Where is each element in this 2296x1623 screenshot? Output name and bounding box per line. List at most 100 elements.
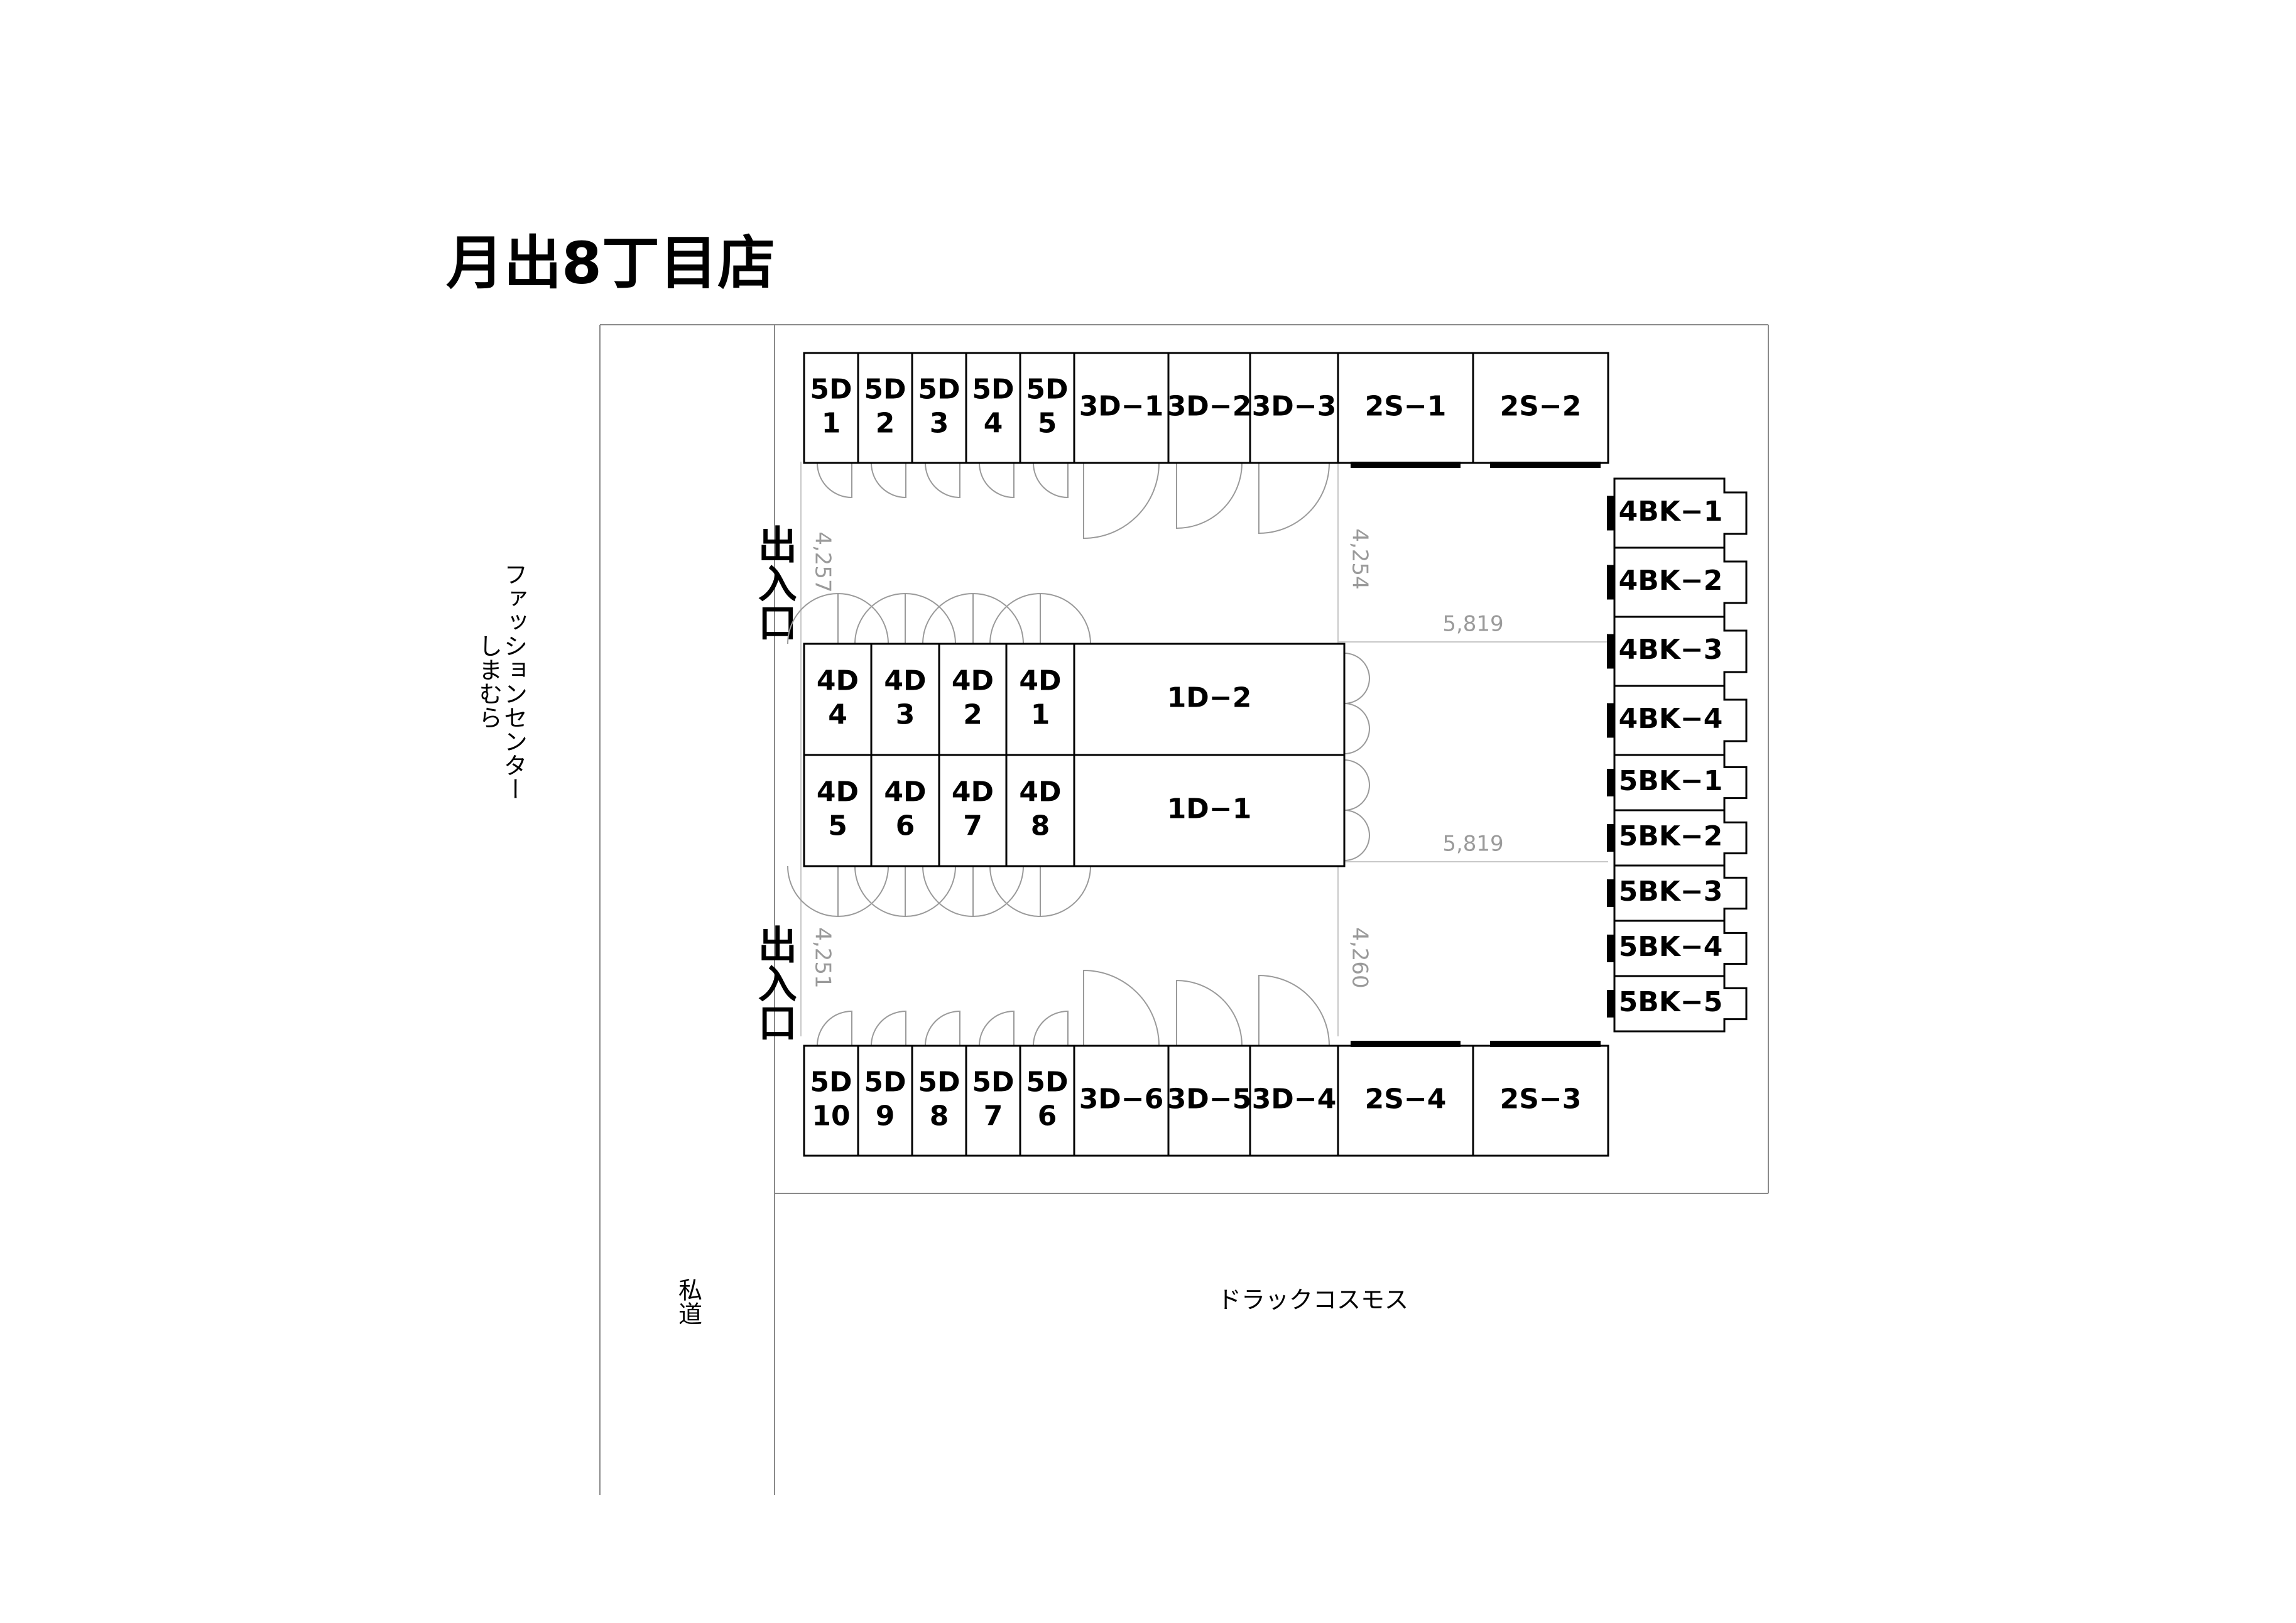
- private-road-label: 私道: [675, 1278, 702, 1325]
- unit-4bk-4: 4BK−4: [1613, 685, 1748, 756]
- unit-box: [1167, 1045, 1251, 1157]
- unit-label-line1: 5D: [918, 374, 960, 406]
- door-swing: [817, 462, 852, 499]
- unit-box: [870, 643, 940, 756]
- door-swing: [1344, 810, 1370, 861]
- unit-label: 5BK−5: [1619, 986, 1723, 1018]
- door-swing: [1258, 462, 1330, 535]
- unit-label-line2: 4: [828, 699, 847, 731]
- unit-label-line1: 5D: [918, 1067, 960, 1099]
- shutter-bar: [1490, 1041, 1601, 1047]
- door-swing: [1344, 703, 1370, 754]
- unit-box: [1337, 1045, 1474, 1157]
- door-swing: [1258, 974, 1330, 1046]
- unit-box: [938, 643, 1008, 756]
- unit-label-line1: 5D: [972, 374, 1014, 406]
- unit-box: [803, 754, 873, 867]
- unit-2s-4: 2S−4: [1337, 1045, 1474, 1157]
- dim-top-mid: 4,254: [1347, 528, 1373, 589]
- unit-5bk-5: 5BK−5: [1613, 975, 1748, 1033]
- unit-label: 3D−6: [1079, 1083, 1164, 1115]
- unit-label: 5BK−1: [1619, 765, 1723, 797]
- door-swing: [1033, 462, 1069, 499]
- door-swing: [922, 866, 974, 918]
- unit-3d-2: 3D−2: [1167, 352, 1252, 464]
- door-swing: [1033, 1010, 1069, 1046]
- unit-label-line1: 4D: [1019, 776, 1061, 808]
- unit-label: 1D−1: [1167, 793, 1252, 825]
- unit-4d-5: 4D5: [803, 754, 873, 867]
- shutter-bar: [1351, 1041, 1461, 1047]
- unit-2s-3: 2S−3: [1472, 1045, 1609, 1157]
- shutter-bar: [1607, 565, 1614, 600]
- unit-label-line2: 7: [984, 1100, 1003, 1132]
- unit-5bk-2: 5BK−2: [1613, 809, 1748, 867]
- dim-upper-width: 5,819: [1442, 612, 1503, 637]
- unit-4bk-3: 4BK−3: [1613, 616, 1748, 687]
- unit-label-line1: 4D: [1019, 665, 1061, 697]
- unit-label: 5BK−3: [1619, 876, 1723, 908]
- door-swing: [925, 1010, 960, 1046]
- unit-label-line1: 4D: [952, 776, 994, 808]
- unit-box: [1019, 352, 1075, 464]
- unit-4d-6: 4D6: [870, 754, 940, 867]
- dim-lower-width: 5,819: [1442, 832, 1503, 857]
- unit-label: 3D−2: [1167, 391, 1252, 423]
- unit-3d-4: 3D−4: [1249, 1045, 1339, 1157]
- dim-bottom-left: 4,251: [810, 927, 835, 988]
- unit-box: [1073, 643, 1346, 756]
- door-swing: [989, 592, 1041, 644]
- door-swing: [1344, 653, 1370, 704]
- entrance-lower: 出入口: [751, 925, 797, 1041]
- unit-5d-8: 5D8: [911, 1045, 967, 1157]
- unit-label: 3D−4: [1252, 1083, 1337, 1115]
- shutter-bar: [1607, 634, 1614, 669]
- door-swing: [1040, 866, 1091, 918]
- unit-4d-2: 4D2: [938, 643, 1008, 756]
- unit-label-line2: 9: [876, 1100, 895, 1132]
- door-swing: [925, 462, 960, 499]
- shimamura-label-col2: しまむら: [475, 634, 503, 729]
- unit-label: 4BK−3: [1619, 634, 1723, 666]
- unit-5d-2: 5D2: [857, 352, 913, 464]
- unit-box: [911, 352, 967, 464]
- unit-5d-6: 5D6: [1019, 1045, 1075, 1157]
- unit-4d-3: 4D3: [870, 643, 940, 756]
- door-swing: [854, 592, 906, 644]
- unit-label-line2: 3: [930, 408, 949, 440]
- shutter-bar: [1607, 879, 1614, 907]
- unit-label-line2: 5: [828, 810, 847, 842]
- door-swing: [972, 866, 1024, 918]
- door-swing: [979, 462, 1015, 499]
- unit-2s-2: 2S−2: [1472, 352, 1609, 464]
- door-swing: [871, 1010, 906, 1046]
- unit-label: 4BK−2: [1619, 565, 1723, 597]
- door-swing: [787, 866, 839, 918]
- unit-5d-5: 5D5: [1019, 352, 1075, 464]
- shutter-bar: [1607, 824, 1614, 852]
- unit-box: [870, 754, 940, 867]
- door-swing: [1083, 462, 1160, 540]
- unit-box: [1249, 1045, 1339, 1157]
- unit-label: 4BK−4: [1619, 703, 1723, 735]
- shutter-bar: [1607, 769, 1614, 796]
- door-swing: [854, 866, 906, 918]
- unit-label-line1: 4D: [884, 665, 926, 697]
- drugstore-label: ドラックコスモス: [1217, 1286, 1408, 1314]
- door-swing: [1176, 462, 1243, 529]
- unit-label-line2: 1: [822, 408, 841, 440]
- entrance-upper: 出入口: [751, 524, 797, 641]
- unit-5bk-1: 5BK−1: [1613, 754, 1748, 812]
- unit-box: [1613, 975, 1748, 1033]
- unit-box: [1019, 1045, 1075, 1157]
- unit-5d-1: 5D1: [803, 352, 859, 464]
- unit-label-line1: 5D: [1026, 1067, 1068, 1099]
- door-swing: [1344, 759, 1370, 811]
- shutter-bar: [1490, 462, 1601, 468]
- unit-2s-1: 2S−1: [1337, 352, 1474, 464]
- shutter-bar: [1607, 935, 1614, 962]
- unit-label: 2S−2: [1500, 391, 1582, 423]
- shutter-bar: [1607, 990, 1614, 1018]
- unit-label: 2S−1: [1365, 391, 1447, 423]
- unit-box: [1337, 352, 1474, 464]
